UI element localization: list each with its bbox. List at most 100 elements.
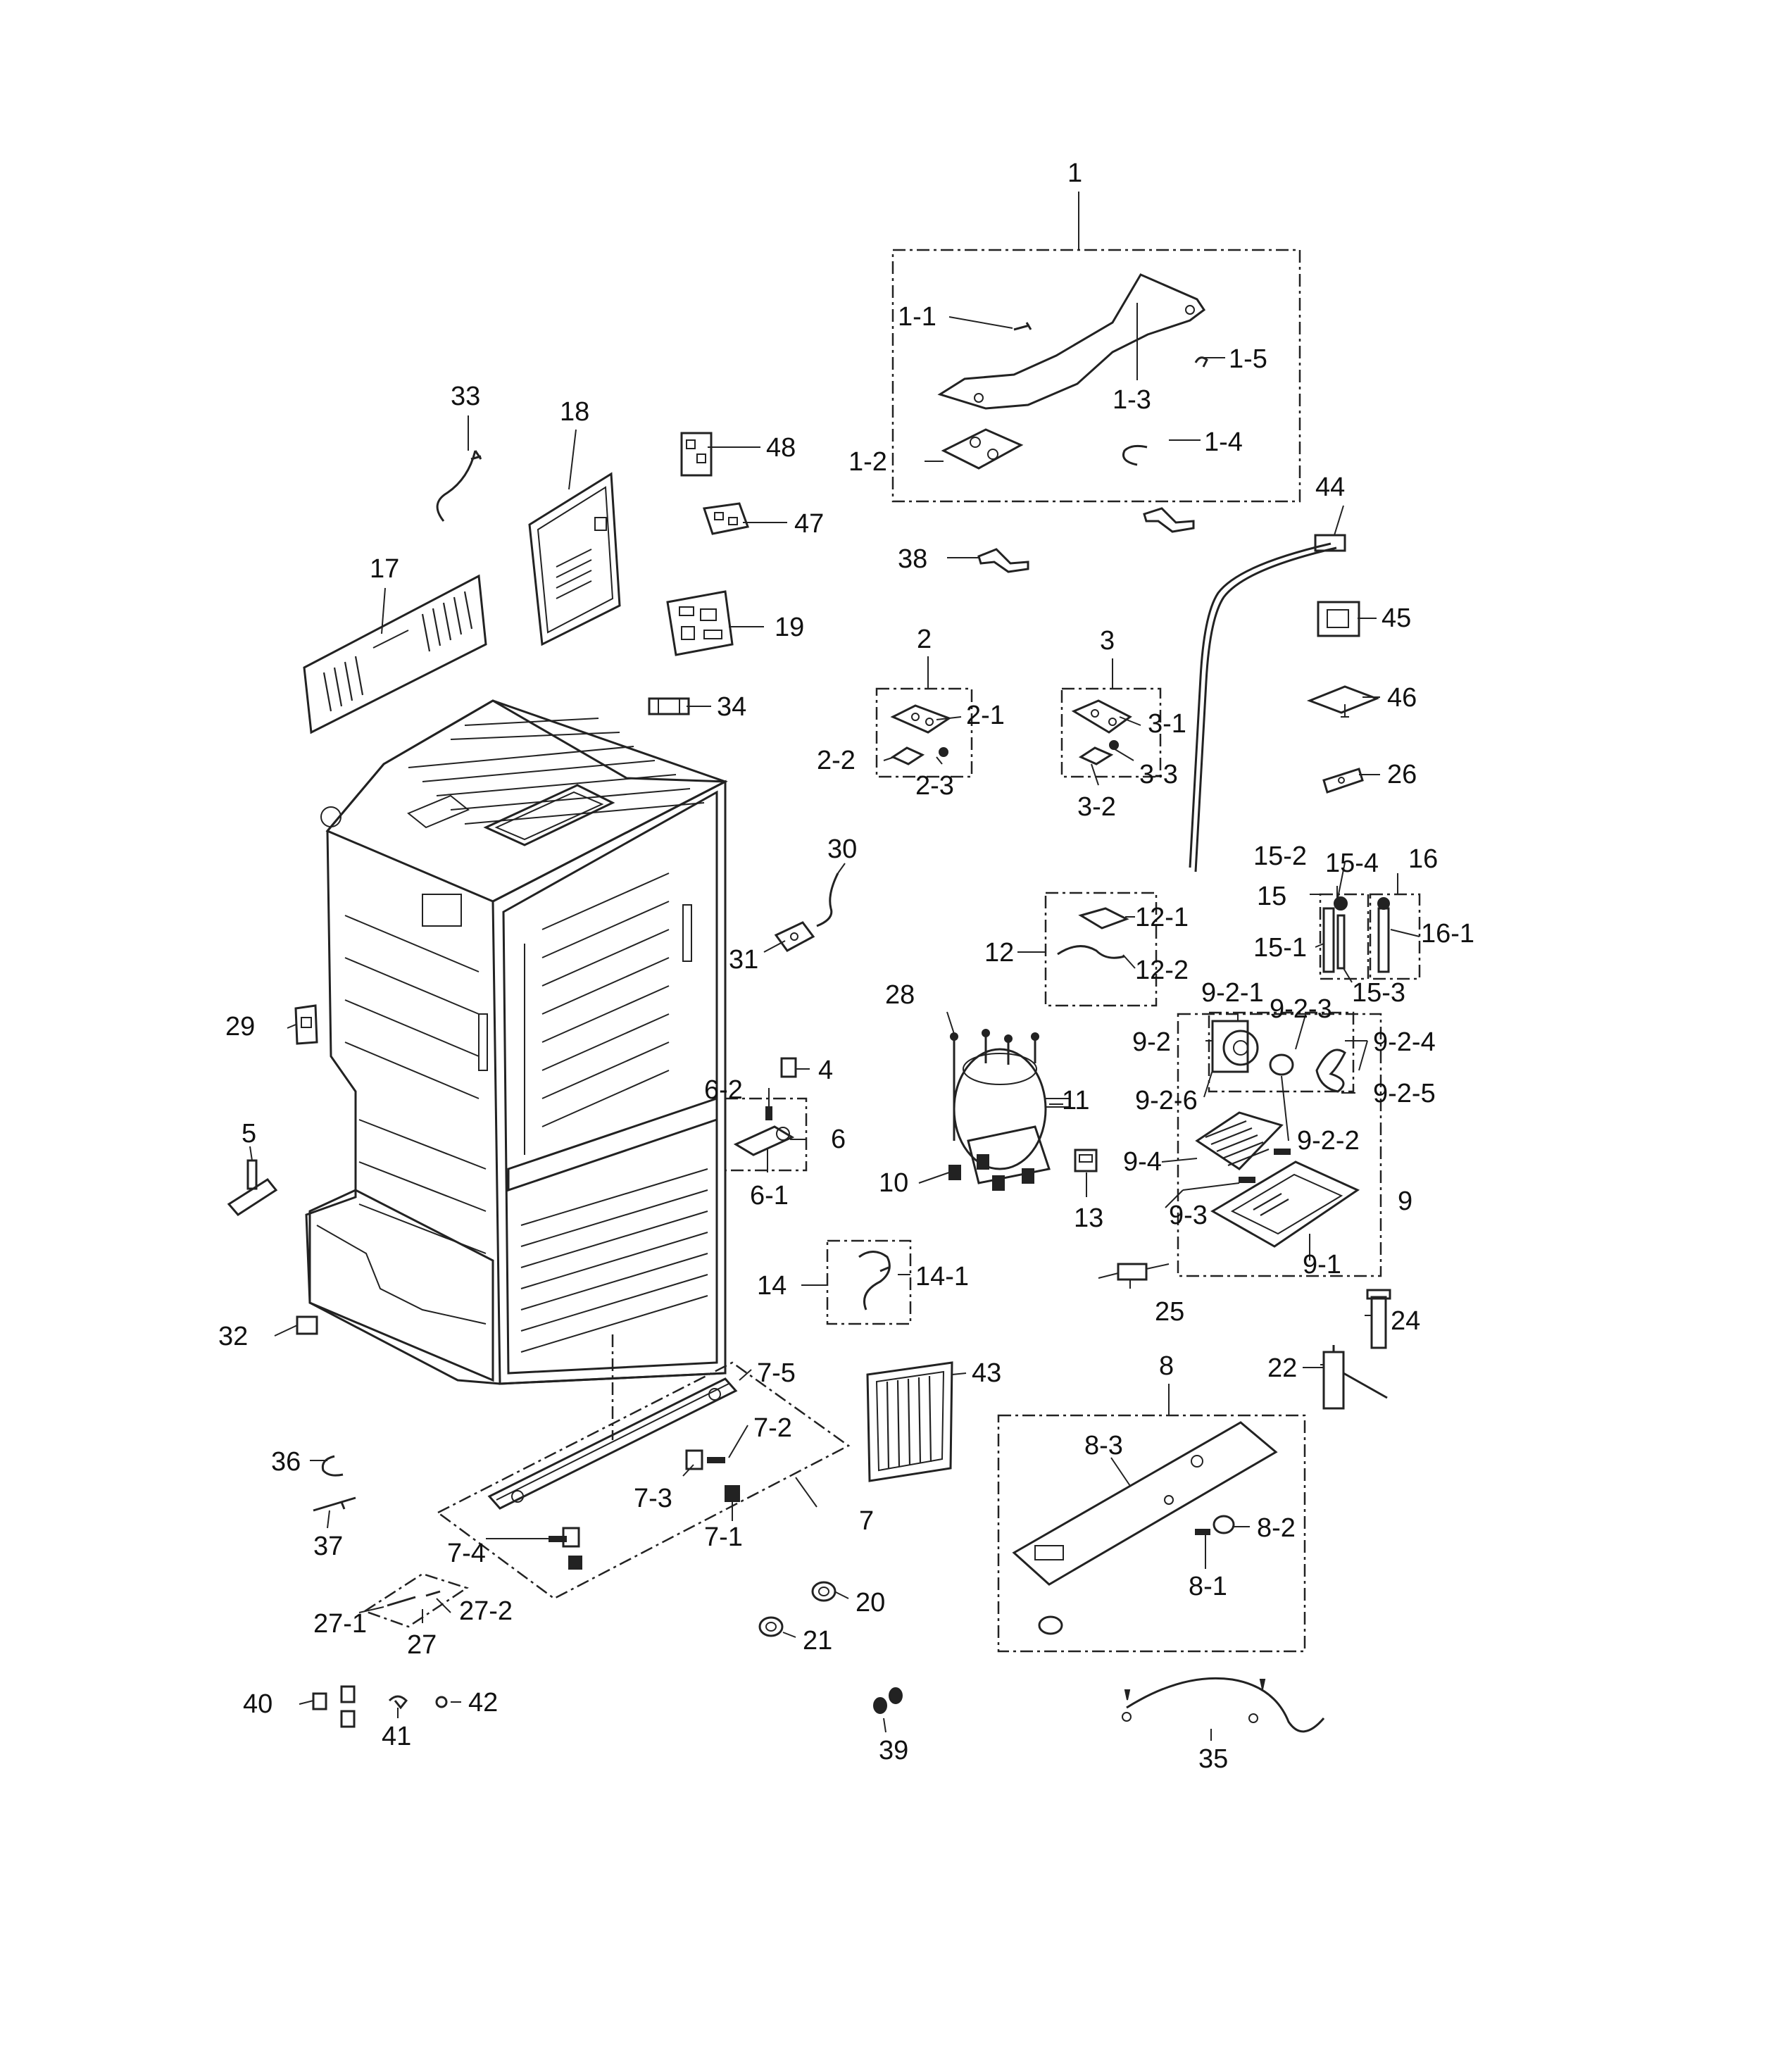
part-9-3-screw	[1239, 1177, 1255, 1183]
label-27: 27	[407, 1630, 437, 1660]
part-8-unlabeled-foot	[1038, 1615, 1063, 1635]
label-22: 22	[1267, 1353, 1297, 1383]
label-8-1: 8-1	[1189, 1572, 1227, 1601]
label-8-2: 8-2	[1257, 1513, 1296, 1543]
part-28-bolts	[950, 1029, 1039, 1141]
label-14: 14	[757, 1271, 787, 1301]
part-6-assembly	[733, 1106, 795, 1156]
label-35: 35	[1198, 1744, 1228, 1774]
label-12-1: 12-1	[1135, 903, 1189, 932]
part-44-water-tube	[1194, 546, 1337, 872]
label-7-1: 7-1	[704, 1522, 743, 1552]
part-14-1-harness	[858, 1251, 891, 1310]
part-25-heater	[1098, 1263, 1170, 1281]
label-34: 34	[717, 692, 746, 722]
label-9-2-1: 9-2-1	[1201, 978, 1264, 1008]
part-32-block	[296, 1315, 318, 1335]
part-9-2-2-grommet	[1269, 1053, 1294, 1076]
label-41: 41	[382, 1722, 411, 1751]
part-35-ground-wire	[1122, 1677, 1325, 1733]
part-8-3-base-plate	[1012, 1421, 1278, 1586]
part-36-clip	[321, 1455, 344, 1477]
label-31: 31	[729, 945, 758, 975]
part-7-5-rail	[487, 1377, 738, 1510]
label-16-1: 16-1	[1421, 919, 1474, 949]
label-4: 4	[818, 1056, 833, 1085]
leader-lines	[249, 192, 1420, 1741]
part-11-compressor	[953, 1048, 1070, 1184]
group-box-7	[436, 1361, 851, 1600]
part-1-1-screw	[1013, 322, 1032, 331]
label-17: 17	[370, 554, 399, 584]
group-box-14	[826, 1239, 912, 1325]
label-46: 46	[1387, 683, 1417, 713]
part-19-main-board	[666, 590, 734, 656]
part-31-bracket	[774, 921, 815, 952]
part-46-bracket	[1306, 685, 1380, 718]
label-1: 1	[1067, 158, 1082, 188]
part-2-2-plate	[890, 746, 925, 765]
label-37: 37	[313, 1532, 343, 1561]
label-29: 29	[225, 1012, 255, 1041]
part-21-roller	[758, 1616, 784, 1637]
label-2-1: 2-1	[966, 701, 1005, 730]
part-27-wire	[387, 1590, 441, 1607]
part-18-panel	[528, 472, 621, 646]
part-16-filter	[1377, 897, 1390, 973]
label-14-1: 14-1	[915, 1262, 969, 1291]
label-11: 11	[1062, 1086, 1089, 1115]
label-6-1: 6-1	[750, 1181, 789, 1210]
part-13-relay	[1074, 1149, 1098, 1172]
label-2: 2	[917, 625, 932, 654]
part-39-coupling	[873, 1687, 903, 1714]
label-19: 19	[775, 613, 804, 642]
label-5: 5	[242, 1119, 256, 1149]
part-15-filter	[1322, 896, 1348, 973]
part-43-grille	[866, 1361, 953, 1482]
label-24: 24	[1391, 1306, 1420, 1336]
part-9-2-fan-motor	[1211, 1020, 1259, 1073]
label-43: 43	[972, 1358, 1001, 1388]
label-9-2-5: 9-2-5	[1373, 1079, 1436, 1108]
part-9-2-4-fan-blade	[1315, 1049, 1346, 1093]
label-44: 44	[1315, 473, 1345, 502]
callout-labels: 1 1-1 1-5 1-3 1-4 1-2 33 18 48 47 44 38 …	[218, 158, 1474, 1774]
label-40: 40	[243, 1689, 272, 1719]
label-6-2: 6-2	[704, 1075, 743, 1105]
label-9-2-6: 9-2-6	[1135, 1086, 1198, 1115]
part-34-fuse	[648, 697, 690, 715]
part-1-3-bracket	[937, 273, 1206, 410]
label-3-1: 3-1	[1148, 709, 1186, 739]
group-box-15	[1319, 893, 1370, 980]
label-7-3: 7-3	[634, 1484, 672, 1513]
part-7-3-roller	[685, 1449, 703, 1470]
label-16: 16	[1408, 844, 1438, 874]
part-4-cap	[780, 1057, 797, 1078]
group-box-3	[1060, 687, 1162, 778]
part-20-roller	[811, 1581, 837, 1602]
label-8: 8	[1159, 1351, 1174, 1381]
label-15-2: 15-2	[1253, 842, 1307, 871]
label-38: 38	[898, 544, 927, 574]
group-box-2	[875, 687, 973, 778]
label-27-2: 27-2	[459, 1596, 513, 1626]
part-48-board	[680, 432, 713, 477]
label-39: 39	[879, 1736, 908, 1765]
label-9-3: 9-3	[1169, 1201, 1208, 1230]
part-26-connector	[1322, 768, 1364, 794]
label-9-1: 9-1	[1303, 1250, 1341, 1280]
part-41-clip	[388, 1695, 408, 1710]
label-7-5: 7-5	[757, 1358, 796, 1388]
label-15-1: 15-1	[1253, 933, 1307, 963]
label-27-1: 27-1	[313, 1609, 367, 1639]
label-12-2: 12-2	[1135, 956, 1189, 985]
label-30: 30	[827, 834, 857, 864]
label-1-2: 1-2	[848, 447, 887, 477]
part-45-valve	[1317, 601, 1360, 637]
part-33-wire	[436, 450, 482, 522]
part-1-4-wire	[1122, 444, 1148, 466]
part-10-grommets	[948, 1154, 1034, 1191]
label-15-3: 15-3	[1352, 978, 1405, 1008]
label-7-4: 7-4	[447, 1539, 486, 1568]
